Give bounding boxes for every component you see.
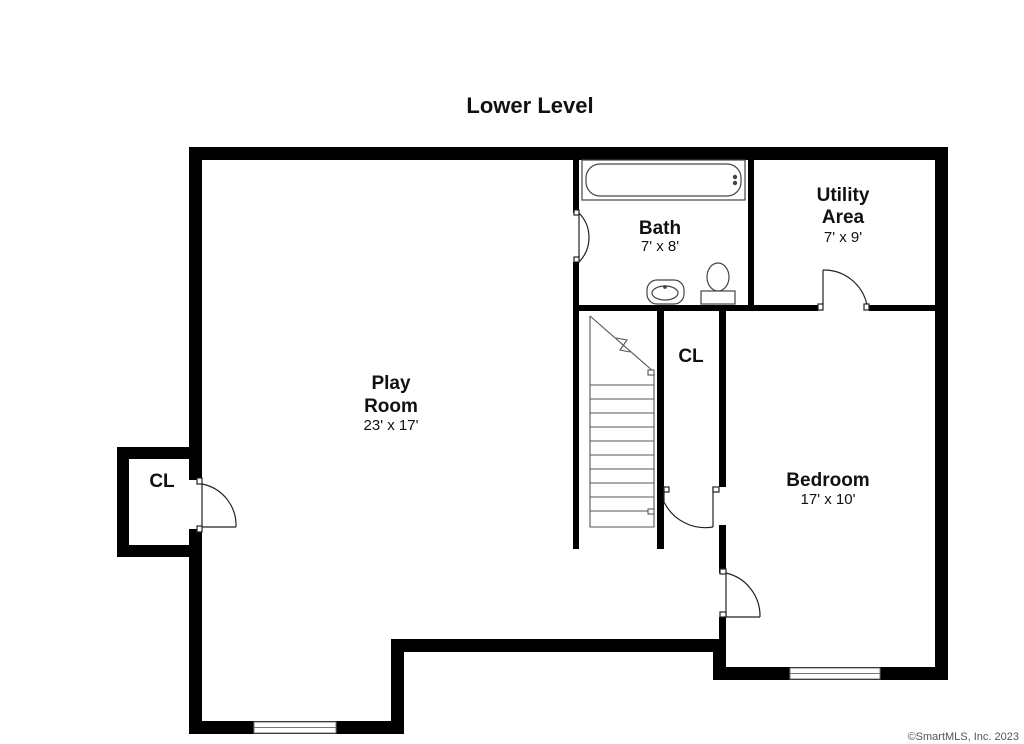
utility-area-label: Utility: [817, 185, 870, 206]
bedroom-dimensions: 17' x 10': [801, 491, 856, 508]
utility-area-label-line2: Area: [822, 207, 865, 228]
door-bath: [573, 209, 590, 263]
door-closet-center: [663, 486, 720, 529]
wall-right: [935, 147, 948, 680]
closet-wall-left: [117, 447, 129, 557]
floor-title: Lower Level: [466, 93, 593, 118]
wall-closet-west: [657, 311, 664, 549]
doors: [196, 209, 870, 618]
wall-step-vertical: [391, 639, 404, 734]
interior-walls: [573, 157, 939, 646]
door-bedroom: [719, 568, 761, 618]
windows: [253, 667, 881, 734]
wall-closet-east-upper: [719, 311, 726, 487]
bath-dimensions: 7' x 8': [641, 238, 679, 255]
closet-wall-bottom: [117, 545, 202, 557]
wall-utility-south: [869, 305, 939, 311]
play-room-label: Play: [371, 373, 411, 394]
sink: [646, 279, 685, 305]
wall-bath-west-lower: [573, 262, 579, 311]
wall-bath-south: [573, 305, 818, 311]
bathtub: [581, 159, 746, 201]
bedroom-label: Bedroom: [786, 470, 869, 491]
wall-bath-west-upper: [573, 157, 579, 213]
staircase: [589, 315, 655, 528]
wall-bedroom-west: [719, 525, 726, 573]
wall-bath-utility: [748, 157, 754, 311]
bath-fixtures: [581, 159, 746, 305]
door-utility: [817, 269, 870, 311]
utility-area-dimensions: 7' x 9': [824, 229, 862, 246]
wall-bottom-middle: [391, 639, 726, 652]
door-closet-west: [196, 477, 237, 533]
wall-top: [189, 147, 948, 160]
wall-left-upper: [189, 147, 202, 480]
toilet: [700, 262, 736, 305]
play-room-label-line2: Room: [364, 396, 418, 417]
wall-stair-west: [573, 311, 579, 549]
closet-west-label: CL: [149, 471, 175, 492]
play-room-dimensions: 23' x 17': [364, 417, 419, 434]
bath-label: Bath: [639, 218, 681, 239]
copyright-text: ©SmartMLS, Inc. 2023: [908, 731, 1019, 743]
closet-wall-top: [117, 447, 202, 459]
wall-left-lower: [189, 529, 202, 734]
closet-center-label: CL: [678, 346, 704, 367]
wall-bedroom-west-lower: [719, 617, 726, 646]
room-labels: Play Room 23' x 17' Bath 7' x 8' Utility…: [149, 185, 869, 508]
